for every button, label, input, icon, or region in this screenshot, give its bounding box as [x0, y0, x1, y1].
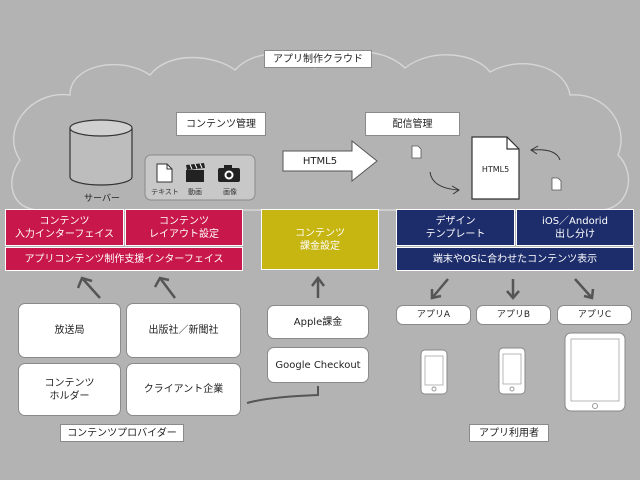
app-b: アプリB [476, 305, 551, 325]
small-doc-icon [411, 145, 422, 159]
html5-arrow-shape [282, 139, 378, 183]
media-text-label: テキスト [151, 187, 179, 196]
provider-content-holder: コンテンツ ホルダー [18, 363, 121, 416]
content-layout-settings: コンテンツ レイアウト設定 [125, 209, 243, 246]
design-template: デザイン テンプレート [396, 209, 515, 246]
apple-billing: Apple課金 [267, 305, 369, 339]
content-provider-label: コンテンツプロバイダー [60, 424, 184, 442]
ios-android-switch: iOS／Andorid 出し分け [516, 209, 634, 246]
connector-curve [246, 386, 319, 404]
cloud-shape [11, 51, 630, 211]
content-management-label: コンテンツ管理 [176, 112, 266, 136]
server-icon [69, 119, 133, 186]
app-a: アプリA [396, 305, 471, 325]
diagram-title: アプリ制作クラウド [264, 50, 372, 68]
html5-arrow-label: HTML5 [302, 155, 338, 167]
provider-publisher: 出版社／新聞社 [126, 303, 241, 358]
cycle-arrow-left [429, 171, 459, 191]
small-doc-icon [551, 177, 562, 191]
provider-client-company: クライアント企業 [126, 363, 241, 416]
device-os-display: 端末やOSに合わせたコンテンツ表示 [396, 247, 634, 271]
content-billing-settings: コンテンツ 課金設定 [261, 209, 379, 270]
camera-icon [218, 165, 240, 182]
html5-document-icon [471, 136, 520, 200]
html5-doc-label: HTML5 [481, 164, 510, 174]
smartphone-icon [498, 347, 526, 395]
content-support-interface: アプリコンテンツ制作支援インターフェイス [5, 247, 243, 271]
content-input-interface: コンテンツ 入力インターフェイス [5, 209, 124, 246]
clapperboard-icon [186, 163, 205, 182]
app-c: アプリC [557, 305, 632, 325]
provider-arrows [76, 275, 325, 299]
provider-broadcaster: 放送局 [18, 303, 121, 358]
media-image-label: 画像 [223, 187, 237, 196]
app-user-label: アプリ利用者 [469, 424, 549, 442]
app-arrows [430, 278, 595, 300]
google-checkout: Google Checkout [267, 347, 369, 383]
smartphone-icon [420, 349, 448, 395]
text-file-icon [156, 163, 173, 183]
delivery-management-label: 配信管理 [365, 112, 460, 136]
server-label: サーバー [84, 193, 120, 204]
cycle-arrow-right [531, 149, 561, 161]
tablet-icon [564, 332, 626, 412]
media-video-label: 動画 [188, 187, 202, 196]
